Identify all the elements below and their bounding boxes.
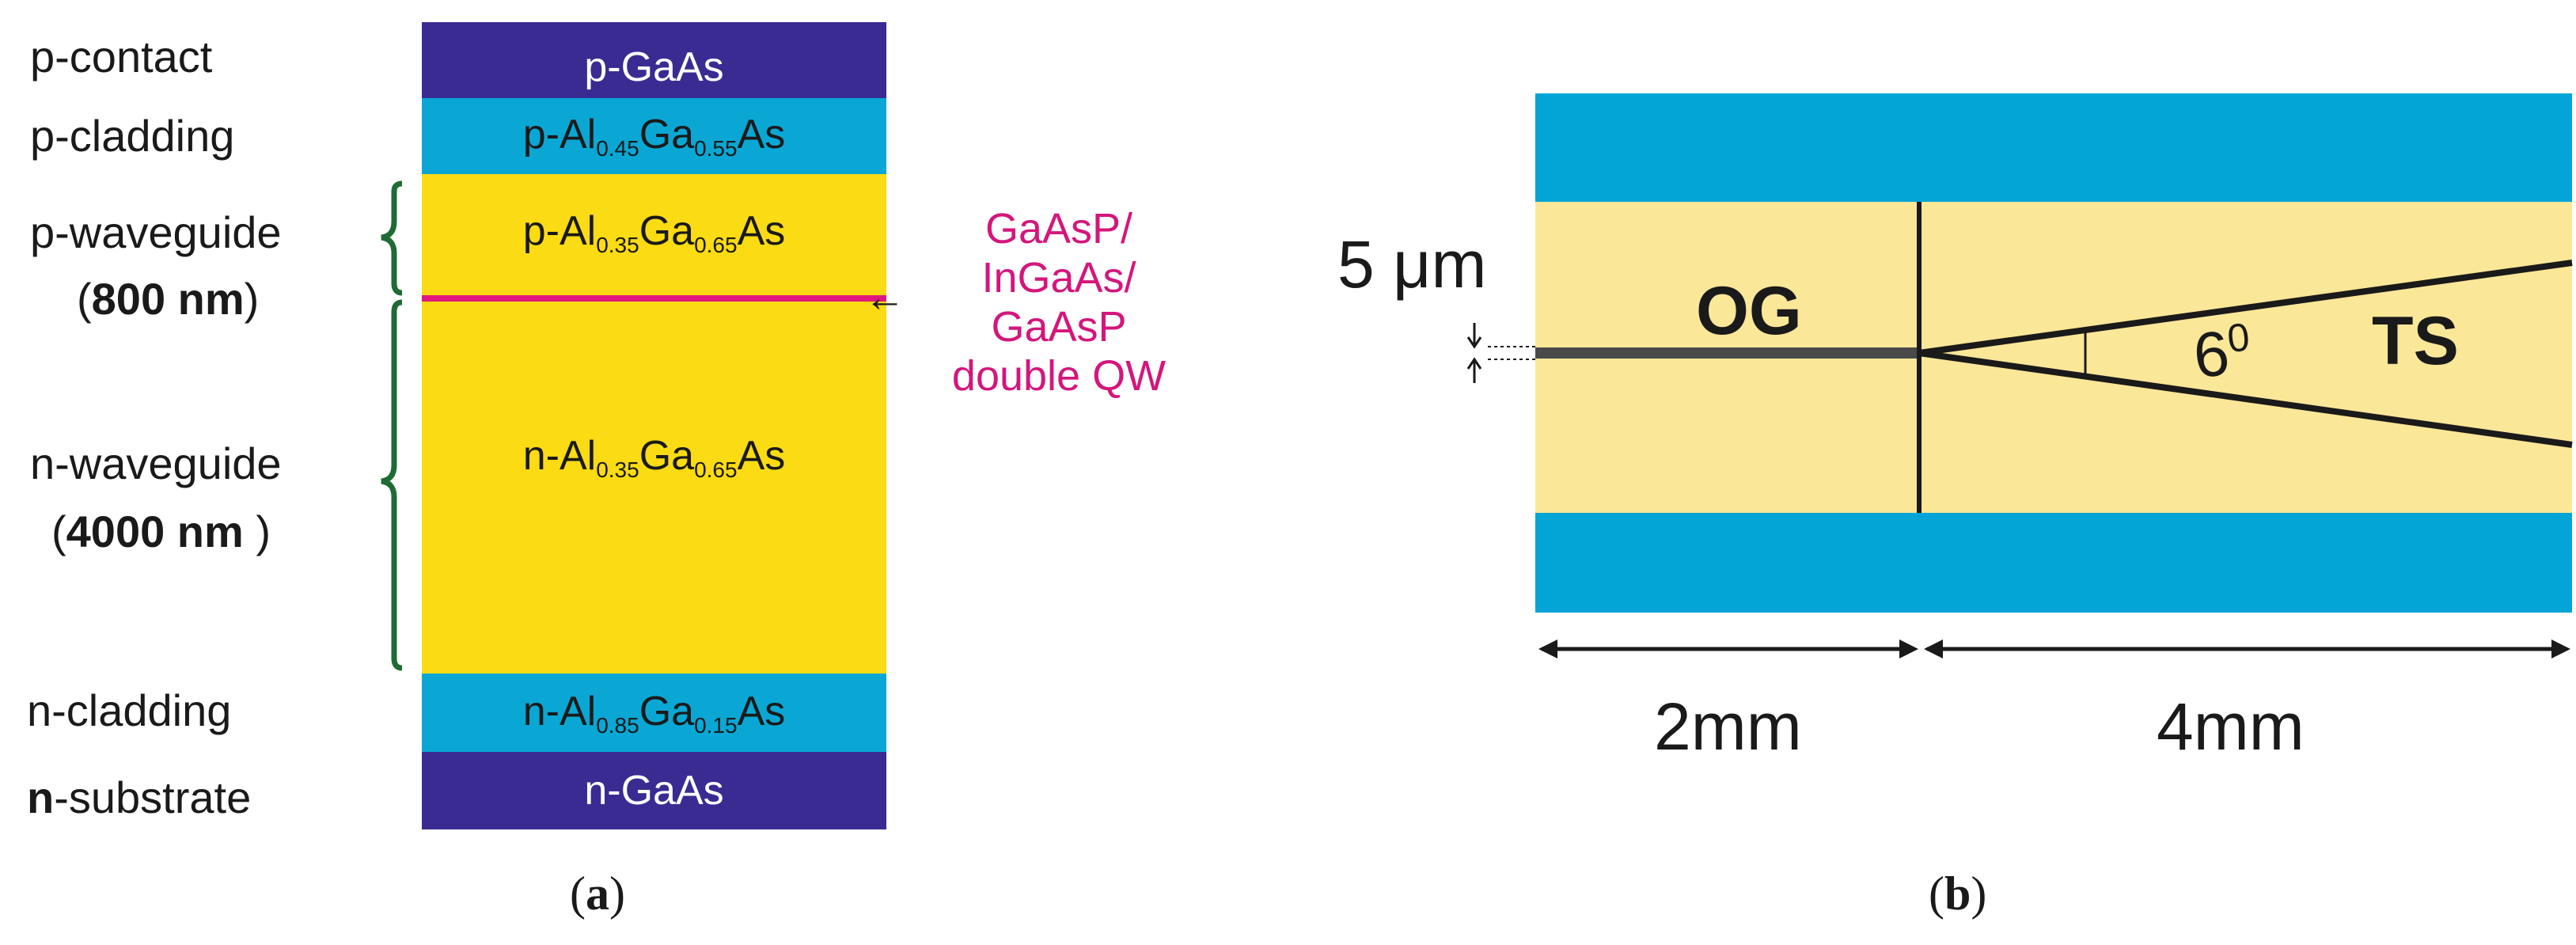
caption-b: (b) xyxy=(1929,867,1987,920)
label-p-waveguide-thickness: (800 nm) xyxy=(77,274,260,324)
n-substrate-prefix: n xyxy=(27,772,55,822)
layer-n-gaas: n-GaAs xyxy=(422,752,886,829)
angle-superscript: 0 xyxy=(2225,314,2252,362)
qw-label-line: GaAsP/ xyxy=(984,205,1133,252)
label-n-waveguide: n-waveguide xyxy=(30,438,282,488)
p-waveguide-bracket xyxy=(381,180,403,296)
og-length-label: 2mm xyxy=(1654,689,1802,764)
caption-a: (a) xyxy=(570,867,625,920)
label-p-contact: p-contact xyxy=(30,32,213,82)
ts-length-label: 4mm xyxy=(2157,689,2305,764)
n-waveguide-bracket xyxy=(381,299,403,671)
layer-n-cladding: n-Al0.85Ga0.15As xyxy=(422,674,886,752)
width-label: 5 μm xyxy=(1337,227,1487,302)
angle-label: 60 xyxy=(2190,314,2252,392)
width-arrow-down xyxy=(1466,336,1482,349)
caption-b-letter: b xyxy=(1944,867,1971,920)
qw-arrow: ← xyxy=(864,275,905,321)
label-p-cladding: p-cladding xyxy=(30,111,235,161)
qw-label-line: double QW xyxy=(951,352,1167,400)
ts-label: TS xyxy=(2372,303,2459,379)
label-n-waveguide-thickness: (4000 nm ) xyxy=(51,507,271,556)
label-p-waveguide: p-waveguide xyxy=(30,207,282,257)
layer-p-cladding: p-Al0.45Ga0.55As xyxy=(422,98,886,174)
og-label: OG xyxy=(1696,273,1802,349)
label-n-cladding: n-cladding xyxy=(27,685,232,735)
label-n-substrate: n-substrate xyxy=(27,776,251,820)
waveguide-brackets xyxy=(381,180,403,671)
layer-n-waveguide: n-Al0.35Ga0.65As xyxy=(422,302,886,674)
taper-lower-edge xyxy=(1918,350,2573,448)
layer-p-gaas-label: p-GaAs xyxy=(584,44,724,90)
n-substrate-rest: -substrate xyxy=(54,772,252,822)
bottom-cladding xyxy=(1535,513,2572,613)
taper-upper-edge xyxy=(1918,260,2573,356)
n-waveguide-thickness-value: 4000 nm xyxy=(66,507,244,556)
qw-label-line: InGaAs/ xyxy=(981,254,1136,302)
width-arrow-up xyxy=(1466,357,1482,370)
top-cladding xyxy=(1535,93,2572,202)
caption-a-letter: a xyxy=(585,867,609,920)
layer-p-cladding-label: p-Al0.45Ga0.55As xyxy=(522,112,786,161)
layer-p-gaas: p-GaAs xyxy=(422,22,886,98)
qw-label: GaAsP/ InGaAs/ GaAsP double QW xyxy=(924,204,1193,400)
layer-n-cladding-label: n-Al0.85Ga0.15As xyxy=(522,688,786,738)
quantum-well-line xyxy=(422,295,886,302)
top-view-geometry xyxy=(1466,202,2573,658)
layer-p-waveguide-label: p-Al0.35Ga0.65As xyxy=(522,208,786,257)
qw-label-line: GaAsP xyxy=(991,303,1127,351)
layer-n-gaas-label: n-GaAs xyxy=(584,768,724,814)
layer-n-waveguide-label: n-Al0.35Ga0.65As xyxy=(522,433,786,482)
p-waveguide-thickness-value: 800 nm xyxy=(91,274,245,324)
layer-p-waveguide: p-Al0.35Ga0.65As xyxy=(422,174,886,295)
